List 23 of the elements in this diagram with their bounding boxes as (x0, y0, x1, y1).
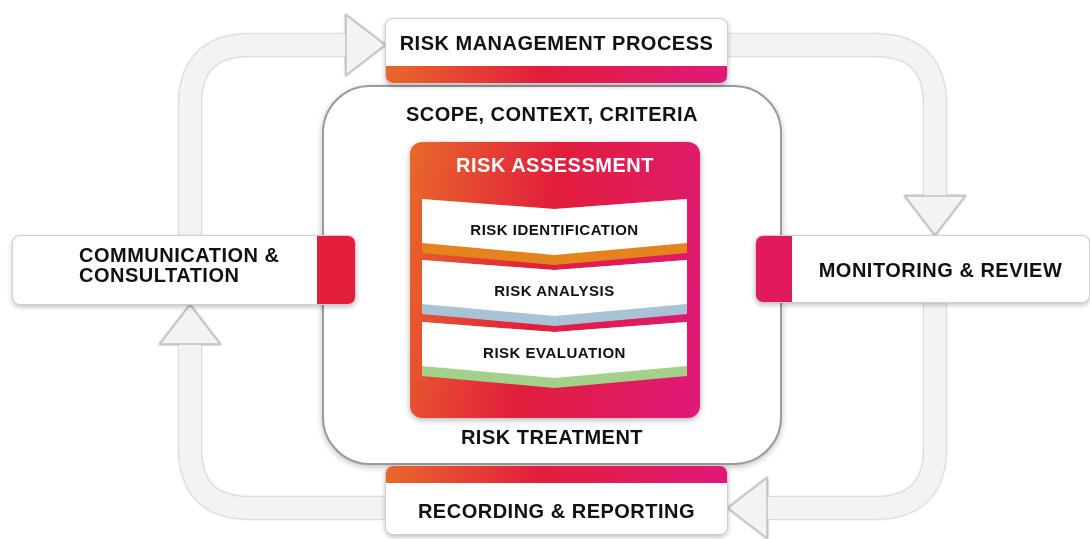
box-label: RISK MANAGEMENT PROCESS (398, 32, 715, 55)
loop-arrow (159, 304, 385, 519)
chevron-step (422, 260, 687, 326)
process-box (755, 235, 1090, 303)
process-frame (322, 85, 782, 465)
box-label: COMMUNICATION & CONSULTATION (79, 245, 281, 285)
frame-heading: SCOPE, CONTEXT, CRITERIA (405, 103, 699, 126)
loop-arrow (179, 14, 386, 235)
step-label: RISK ANALYSIS (493, 282, 616, 299)
box-title: RISK ASSESSMENT (455, 154, 655, 177)
loop-arrow (727, 303, 946, 539)
process-box (12, 235, 356, 305)
step-label: RISK IDENTIFICATION (469, 221, 640, 238)
loop-arrow (728, 34, 966, 236)
assessment-box (410, 142, 700, 418)
process-box (385, 18, 728, 84)
step-label: RISK EVALUATION (482, 344, 627, 361)
chevron-step (422, 322, 687, 388)
chevron-step (422, 199, 687, 265)
frame-caption: RISK TREATMENT (459, 426, 645, 449)
box-label: MONITORING & REVIEW (817, 259, 1064, 282)
box-label: RECORDING & REPORTING (416, 500, 697, 523)
process-box (385, 465, 728, 535)
